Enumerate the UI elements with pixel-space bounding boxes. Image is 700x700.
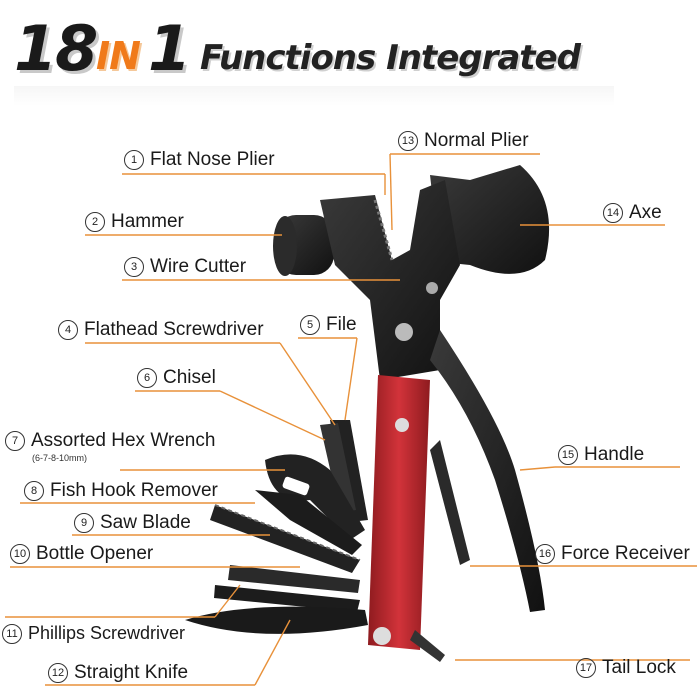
label-text: File	[326, 314, 357, 335]
label-text: Axe	[629, 202, 662, 223]
label-text: Handle	[584, 444, 645, 465]
label-number: 17	[576, 658, 596, 678]
label-saw-blade: 9 Saw Blade	[74, 512, 191, 534]
phillips-tool	[214, 585, 360, 612]
label-text: Normal Plier	[424, 130, 529, 151]
label-number: 6	[137, 368, 157, 388]
label-text: Bottle Opener	[36, 543, 154, 564]
label-text: Straight Knife	[74, 662, 189, 683]
leader-lines	[5, 153, 697, 686]
label-flathead-screwdriver: 4 Flathead Screwdriver	[58, 319, 264, 341]
label-fish-hook-remover: 8 Fish Hook Remover	[24, 480, 218, 502]
label-normal-plier: 13 Normal Plier	[398, 130, 529, 152]
bottle-opener-tool	[228, 565, 360, 593]
label-phillips-screwdriver: 11 Phillips Screwdriver	[2, 622, 185, 644]
hex-wrench-sizes: (6-7-8-10mm)	[32, 453, 88, 463]
label-number: 8	[24, 481, 44, 501]
label-number: 4	[58, 320, 78, 340]
label-text: Fish Hook Remover	[50, 480, 218, 501]
label-file: 5 File	[300, 314, 357, 336]
label-chisel: 6 Chisel	[137, 367, 216, 389]
headline-number-18: 18	[14, 12, 98, 85]
label-number: 13	[398, 131, 418, 151]
label-text: Assorted Hex Wrench	[31, 430, 216, 451]
label-number: 7	[5, 431, 25, 451]
label-flat-nose-plier: 1 Flat Nose Plier	[124, 149, 275, 171]
label-number: 10	[10, 544, 30, 564]
label-text: Hammer	[111, 211, 184, 232]
label-text: Flat Nose Plier	[150, 149, 275, 170]
label-text: Chisel	[163, 367, 216, 388]
saw-blade-tool	[210, 505, 360, 573]
red-grip	[368, 375, 430, 650]
tail-lock	[410, 630, 445, 662]
headline-in: IN	[96, 34, 141, 78]
label-wire-cutter: 3 Wire Cutter	[124, 256, 246, 278]
label-tail-lock: 17 Tail Lock	[576, 657, 676, 679]
label-number: 16	[535, 544, 555, 564]
label-assorted-hex-wrench: 7 Assorted Hex Wrench	[5, 430, 215, 452]
headline-number-1: 1	[148, 12, 192, 85]
label-hammer: 2 Hammer	[85, 211, 184, 233]
force-receiver	[430, 440, 470, 565]
label-axe: 14 Axe	[603, 202, 662, 224]
label-number: 15	[558, 445, 578, 465]
label-number: 5	[300, 315, 320, 335]
fish-hook-tool	[255, 490, 362, 555]
label-number: 12	[48, 663, 68, 683]
hex-wrench-tool	[265, 454, 365, 540]
label-number: 14	[603, 203, 623, 223]
label-number: 9	[74, 513, 94, 533]
label-bottle-opener: 10 Bottle Opener	[10, 543, 153, 565]
axe-head	[430, 165, 550, 274]
label-force-receiver: 16 Force Receiver	[535, 543, 690, 565]
label-text: Force Receiver	[561, 543, 690, 564]
label-number: 11	[2, 624, 22, 644]
headline-text: Functions Integrated	[200, 38, 581, 78]
label-handle: 15 Handle	[558, 444, 644, 466]
label-number: 2	[85, 212, 105, 232]
label-text: Saw Blade	[100, 512, 191, 533]
label-number: 1	[124, 150, 144, 170]
chisel-tool	[320, 423, 356, 513]
label-straight-knife: 12 Straight Knife	[48, 662, 188, 684]
label-text: Tail Lock	[602, 657, 676, 678]
label-number: 3	[124, 257, 144, 277]
plier-handle	[430, 330, 545, 612]
headline-reflection	[14, 86, 614, 106]
label-text: Phillips Screwdriver	[28, 623, 186, 643]
knife-tool	[185, 606, 368, 634]
label-text: Wire Cutter	[150, 256, 247, 277]
label-text: Flathead Screwdriver	[84, 319, 264, 340]
